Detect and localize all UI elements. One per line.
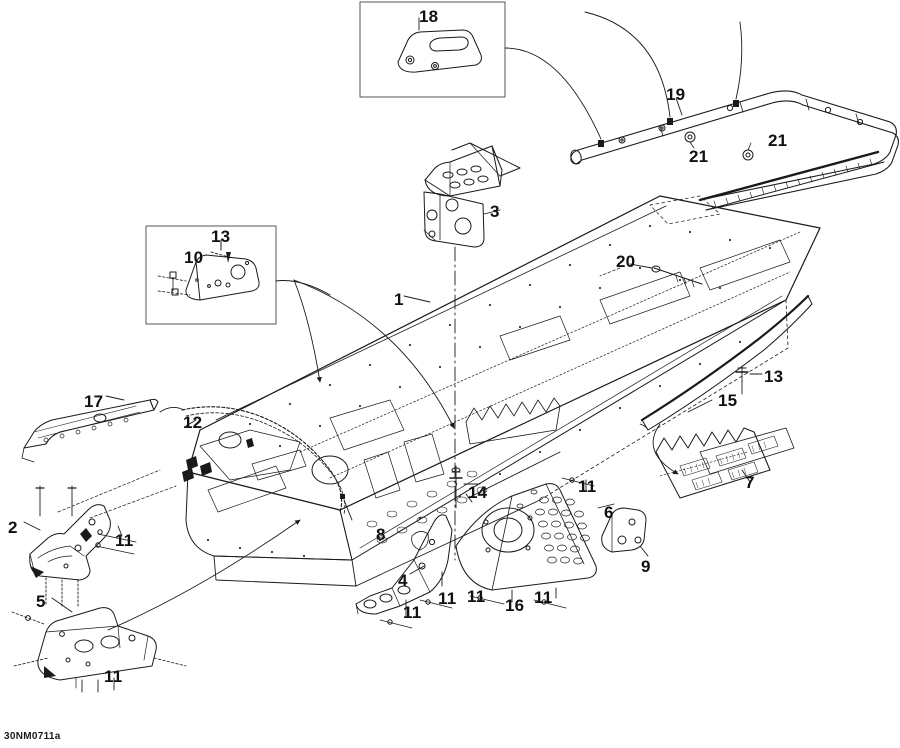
callout-4: 4 (398, 571, 408, 590)
callout-11-panel-top: 11 (578, 477, 597, 496)
callout-17: 17 (84, 392, 104, 411)
callout-14: 14 (468, 483, 488, 502)
part-20-screw (599, 263, 703, 288)
part-7-snow-guard (655, 427, 795, 499)
part-5-footrest-support (11, 519, 301, 693)
inset-box-18 (359, 1, 506, 98)
part-2-left-running-board-bracket (23, 469, 177, 609)
part-3-heat-exchanger-bracket (423, 142, 521, 561)
callout-15: 15 (718, 391, 738, 410)
callout-11-footrest-support: 11 (104, 667, 123, 686)
part-17-side-rail (21, 395, 159, 463)
callout-13-trim: 13 (764, 367, 784, 386)
inset-box-10-13 (145, 225, 331, 325)
callout-10: 10 (184, 248, 204, 267)
part-15-trim-strip (639, 294, 813, 475)
callout-16: 16 (505, 596, 525, 615)
callout-11-bracket-4b: 11 (438, 589, 457, 608)
harness-clips (182, 438, 254, 482)
callout-5: 5 (36, 592, 46, 611)
callout-7: 7 (745, 473, 755, 492)
callout-8: 8 (376, 525, 386, 544)
part-4-right-running-board-bracket (355, 514, 453, 629)
callout-21-right: 21 (768, 131, 788, 150)
callout-3: 3 (490, 202, 500, 221)
part-1-tunnel (181, 195, 821, 587)
callout-18: 18 (419, 7, 439, 26)
callout-9: 9 (641, 557, 651, 576)
callout-11-left-bracket: 11 (115, 531, 134, 550)
callout-11-panel-bottom: 11 (534, 588, 553, 607)
part-6-footrest-panel (455, 477, 615, 609)
callout-20: 20 (616, 252, 636, 271)
callout-1: 1 (394, 290, 404, 309)
callout-12: 12 (183, 413, 203, 432)
drawing-reference-code: 30NM0711a (4, 731, 61, 742)
part-19-bumper-tube-frame (504, 11, 899, 225)
part-14-bolt (449, 451, 561, 509)
callout-2: 2 (8, 518, 18, 537)
callout-13-inset: 13 (211, 227, 231, 246)
part-9-mount-bracket (601, 507, 649, 557)
callout-11-mid: 11 (467, 587, 486, 606)
part-12-wiring-harness-clip (159, 407, 197, 427)
callout-6: 6 (604, 503, 614, 522)
callout-21-left: 21 (689, 147, 709, 166)
callout-19: 19 (666, 85, 686, 104)
part-8-tunnel-closeout (340, 494, 353, 521)
callout-11-bracket-4a: 11 (403, 603, 422, 622)
